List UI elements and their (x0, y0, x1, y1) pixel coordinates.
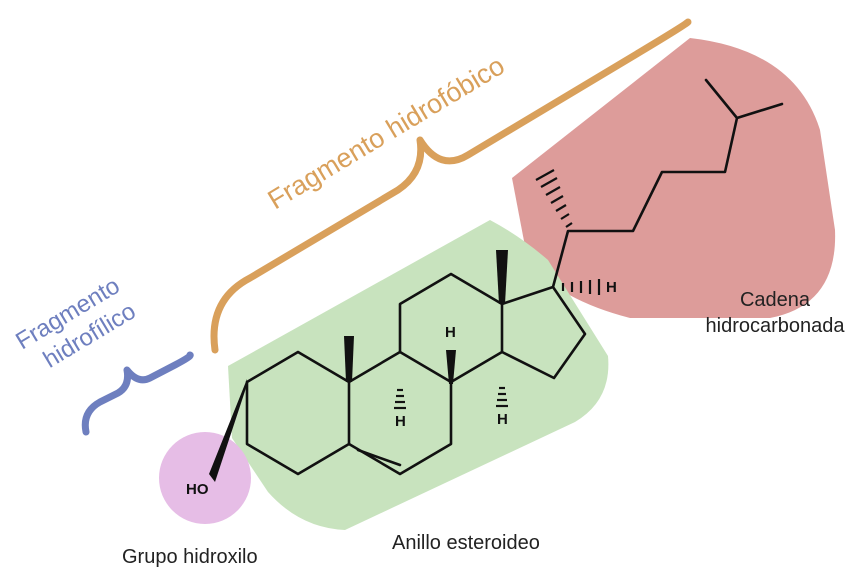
hydroxyl-group-label: Grupo hidroxilo (122, 546, 258, 568)
hydrocarbon-chain-region (512, 38, 836, 318)
h-c17-label: H (606, 279, 617, 296)
hashed-h-c17 (561, 279, 601, 295)
hydrophobic-brace (210, 18, 692, 354)
steroid-ring-label: Anillo esteroideo (392, 532, 540, 554)
h-c8-label: H (445, 324, 456, 341)
hydroxyl-atom-label: HO (186, 481, 209, 498)
hashed-methyl-side-chain (535, 169, 573, 228)
hydrophilic-fragment-label: Fragmento hidrofílico (11, 272, 140, 373)
h-c14-label: H (497, 411, 508, 428)
cholesterol-skeleton: HO H H H H (186, 78, 784, 498)
hydroxyl-region (159, 432, 251, 524)
hydrophobic-fragment-label: Fragmento hidrofóbico (263, 50, 510, 215)
hashed-h-c14 (496, 386, 508, 408)
h-c9-label: H (395, 413, 406, 430)
steroid-ring-region (228, 220, 609, 530)
hydrocarbon-chain-label-line2: hidrocarbonada (706, 315, 846, 337)
hydrophilic-brace (81, 351, 194, 436)
hashed-h-c9 (394, 388, 406, 410)
hydrocarbon-chain-label-line1: Cadena (740, 289, 811, 311)
